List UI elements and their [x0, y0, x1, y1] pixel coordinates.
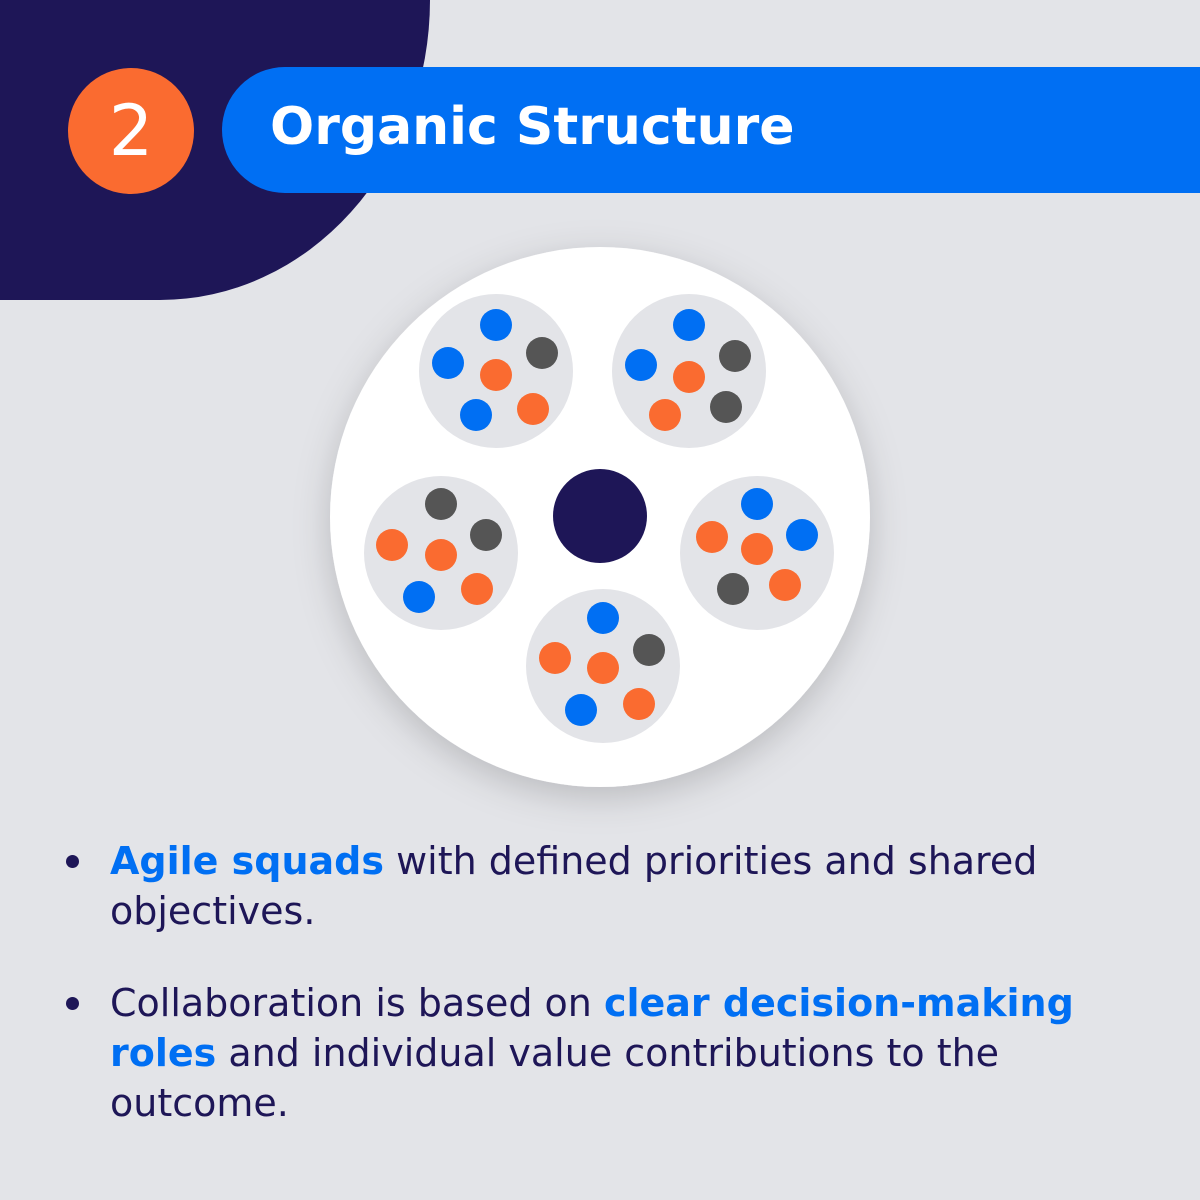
member-dot: [786, 519, 818, 551]
member-dot: [633, 634, 665, 666]
member-dot: [673, 309, 705, 341]
squad-group: [526, 589, 680, 743]
member-dot: [769, 569, 801, 601]
member-dot: [470, 519, 502, 551]
bullet-list: Agile squads with defined priorities and…: [66, 836, 1176, 1128]
member-dot: [425, 539, 457, 571]
member-dot: [741, 533, 773, 565]
member-dot: [425, 488, 457, 520]
member-dot: [526, 337, 558, 369]
member-dot: [587, 652, 619, 684]
member-dot: [673, 361, 705, 393]
member-dot: [376, 529, 408, 561]
member-dot: [480, 309, 512, 341]
bullet-item: Collaboration is based on clear decision…: [66, 978, 1176, 1128]
member-dot: [623, 688, 655, 720]
bullet-dot-icon: [66, 855, 79, 868]
member-dot: [565, 694, 597, 726]
member-dot: [480, 359, 512, 391]
center-core-circle: [553, 469, 647, 563]
bullet-text: Collaboration is based on: [110, 981, 604, 1025]
squad-group: [419, 294, 573, 448]
member-dot: [460, 399, 492, 431]
member-dot: [696, 521, 728, 553]
member-dot: [432, 347, 464, 379]
member-dot: [403, 581, 435, 613]
squad-group: [680, 476, 834, 630]
bullet-highlight: clear decision-making roles: [110, 981, 1074, 1075]
member-dot: [625, 349, 657, 381]
member-dot: [741, 488, 773, 520]
bullet-dot-icon: [66, 997, 79, 1010]
squad-group: [612, 294, 766, 448]
member-dot: [649, 399, 681, 431]
member-dot: [517, 393, 549, 425]
bullet-item: Agile squads with defined priorities and…: [66, 836, 1176, 936]
page-title: Organic Structure: [270, 97, 795, 157]
squad-group: [364, 476, 518, 630]
member-dot: [719, 340, 751, 372]
member-dot: [587, 602, 619, 634]
bullet-highlight: Agile squads: [110, 839, 384, 883]
bullet-text: with defined priorities and shared objec…: [110, 839, 1038, 933]
member-dot: [539, 642, 571, 674]
title-banner: Organic Structure: [222, 67, 1200, 193]
member-dot: [710, 391, 742, 423]
step-number-badge: 2: [68, 68, 194, 194]
bullet-text: and individual value contributions to th…: [110, 1031, 1000, 1125]
member-dot: [461, 573, 493, 605]
member-dot: [717, 573, 749, 605]
